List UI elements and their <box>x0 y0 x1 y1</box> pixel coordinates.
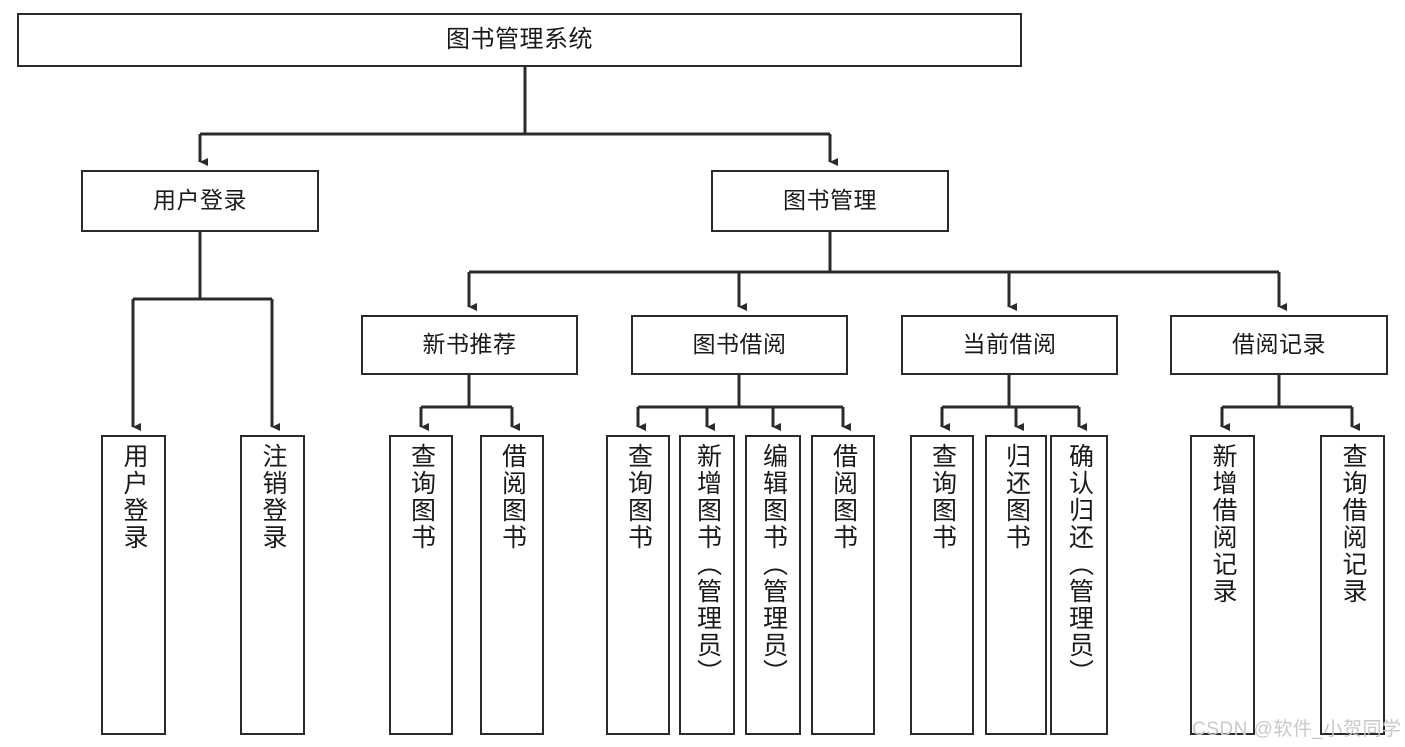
node-book-management[interactable]: 图书管理 <box>711 170 949 232</box>
node-leaf-edit-book-admin[interactable]: 编辑图书（管理员） <box>745 435 801 735</box>
node-label: 图书借阅 <box>692 331 787 358</box>
node-leaf-add-book-admin[interactable]: 新增图书（管理员） <box>679 435 735 735</box>
node-leaf-user-login[interactable]: 用户登录 <box>101 435 166 735</box>
node-leaf-borrow-book-recommend[interactable]: 借阅图书 <box>480 435 544 735</box>
node-borrow-record[interactable]: 借阅记录 <box>1170 315 1388 375</box>
node-leaf-add-borrow-record[interactable]: 新增借阅记录 <box>1190 435 1255 735</box>
node-label: 查询图书 <box>624 443 653 551</box>
node-label: 编辑图书（管理员） <box>759 443 788 686</box>
node-leaf-return-book[interactable]: 归还图书 <box>985 435 1047 735</box>
node-label: 借阅记录 <box>1232 331 1326 358</box>
node-leaf-user-logout[interactable]: 注销登录 <box>240 435 305 735</box>
node-leaf-confirm-return-admin[interactable]: 确认归还（管理员） <box>1050 435 1108 735</box>
node-book-borrow[interactable]: 图书借阅 <box>631 315 848 375</box>
node-label: 新书推荐 <box>422 331 517 358</box>
node-user-login[interactable]: 用户登录 <box>81 170 319 232</box>
node-leaf-borrow-book[interactable]: 借阅图书 <box>811 435 875 735</box>
node-label: 新增借阅记录 <box>1209 443 1237 605</box>
node-label: 借阅图书 <box>829 443 858 551</box>
node-new-book-recommend[interactable]: 新书推荐 <box>361 315 578 375</box>
node-label: 当前借阅 <box>962 331 1057 358</box>
node-label: 查询图书 <box>407 443 436 551</box>
node-label: 归还图书 <box>1002 443 1031 551</box>
node-label: 图书管理系统 <box>446 25 593 53</box>
node-label: 查询借阅记录 <box>1339 443 1367 605</box>
node-label: 注销登录 <box>259 443 287 551</box>
node-label: 用户登录 <box>120 443 148 551</box>
node-leaf-query-book-current[interactable]: 查询图书 <box>910 435 974 735</box>
node-label: 图书管理 <box>783 187 877 214</box>
node-leaf-query-book-borrow[interactable]: 查询图书 <box>606 435 670 735</box>
node-label: 查询图书 <box>928 443 957 551</box>
node-root-book-management-system[interactable]: 图书管理系统 <box>17 13 1022 67</box>
node-current-borrow[interactable]: 当前借阅 <box>901 315 1118 375</box>
node-leaf-query-borrow-record[interactable]: 查询借阅记录 <box>1320 435 1385 735</box>
node-label: 用户登录 <box>153 187 247 214</box>
node-label: 借阅图书 <box>498 443 527 551</box>
node-label: 新增图书（管理员） <box>693 443 722 686</box>
node-leaf-query-book-recommend[interactable]: 查询图书 <box>389 435 453 735</box>
node-label: 确认归还（管理员） <box>1065 443 1094 686</box>
